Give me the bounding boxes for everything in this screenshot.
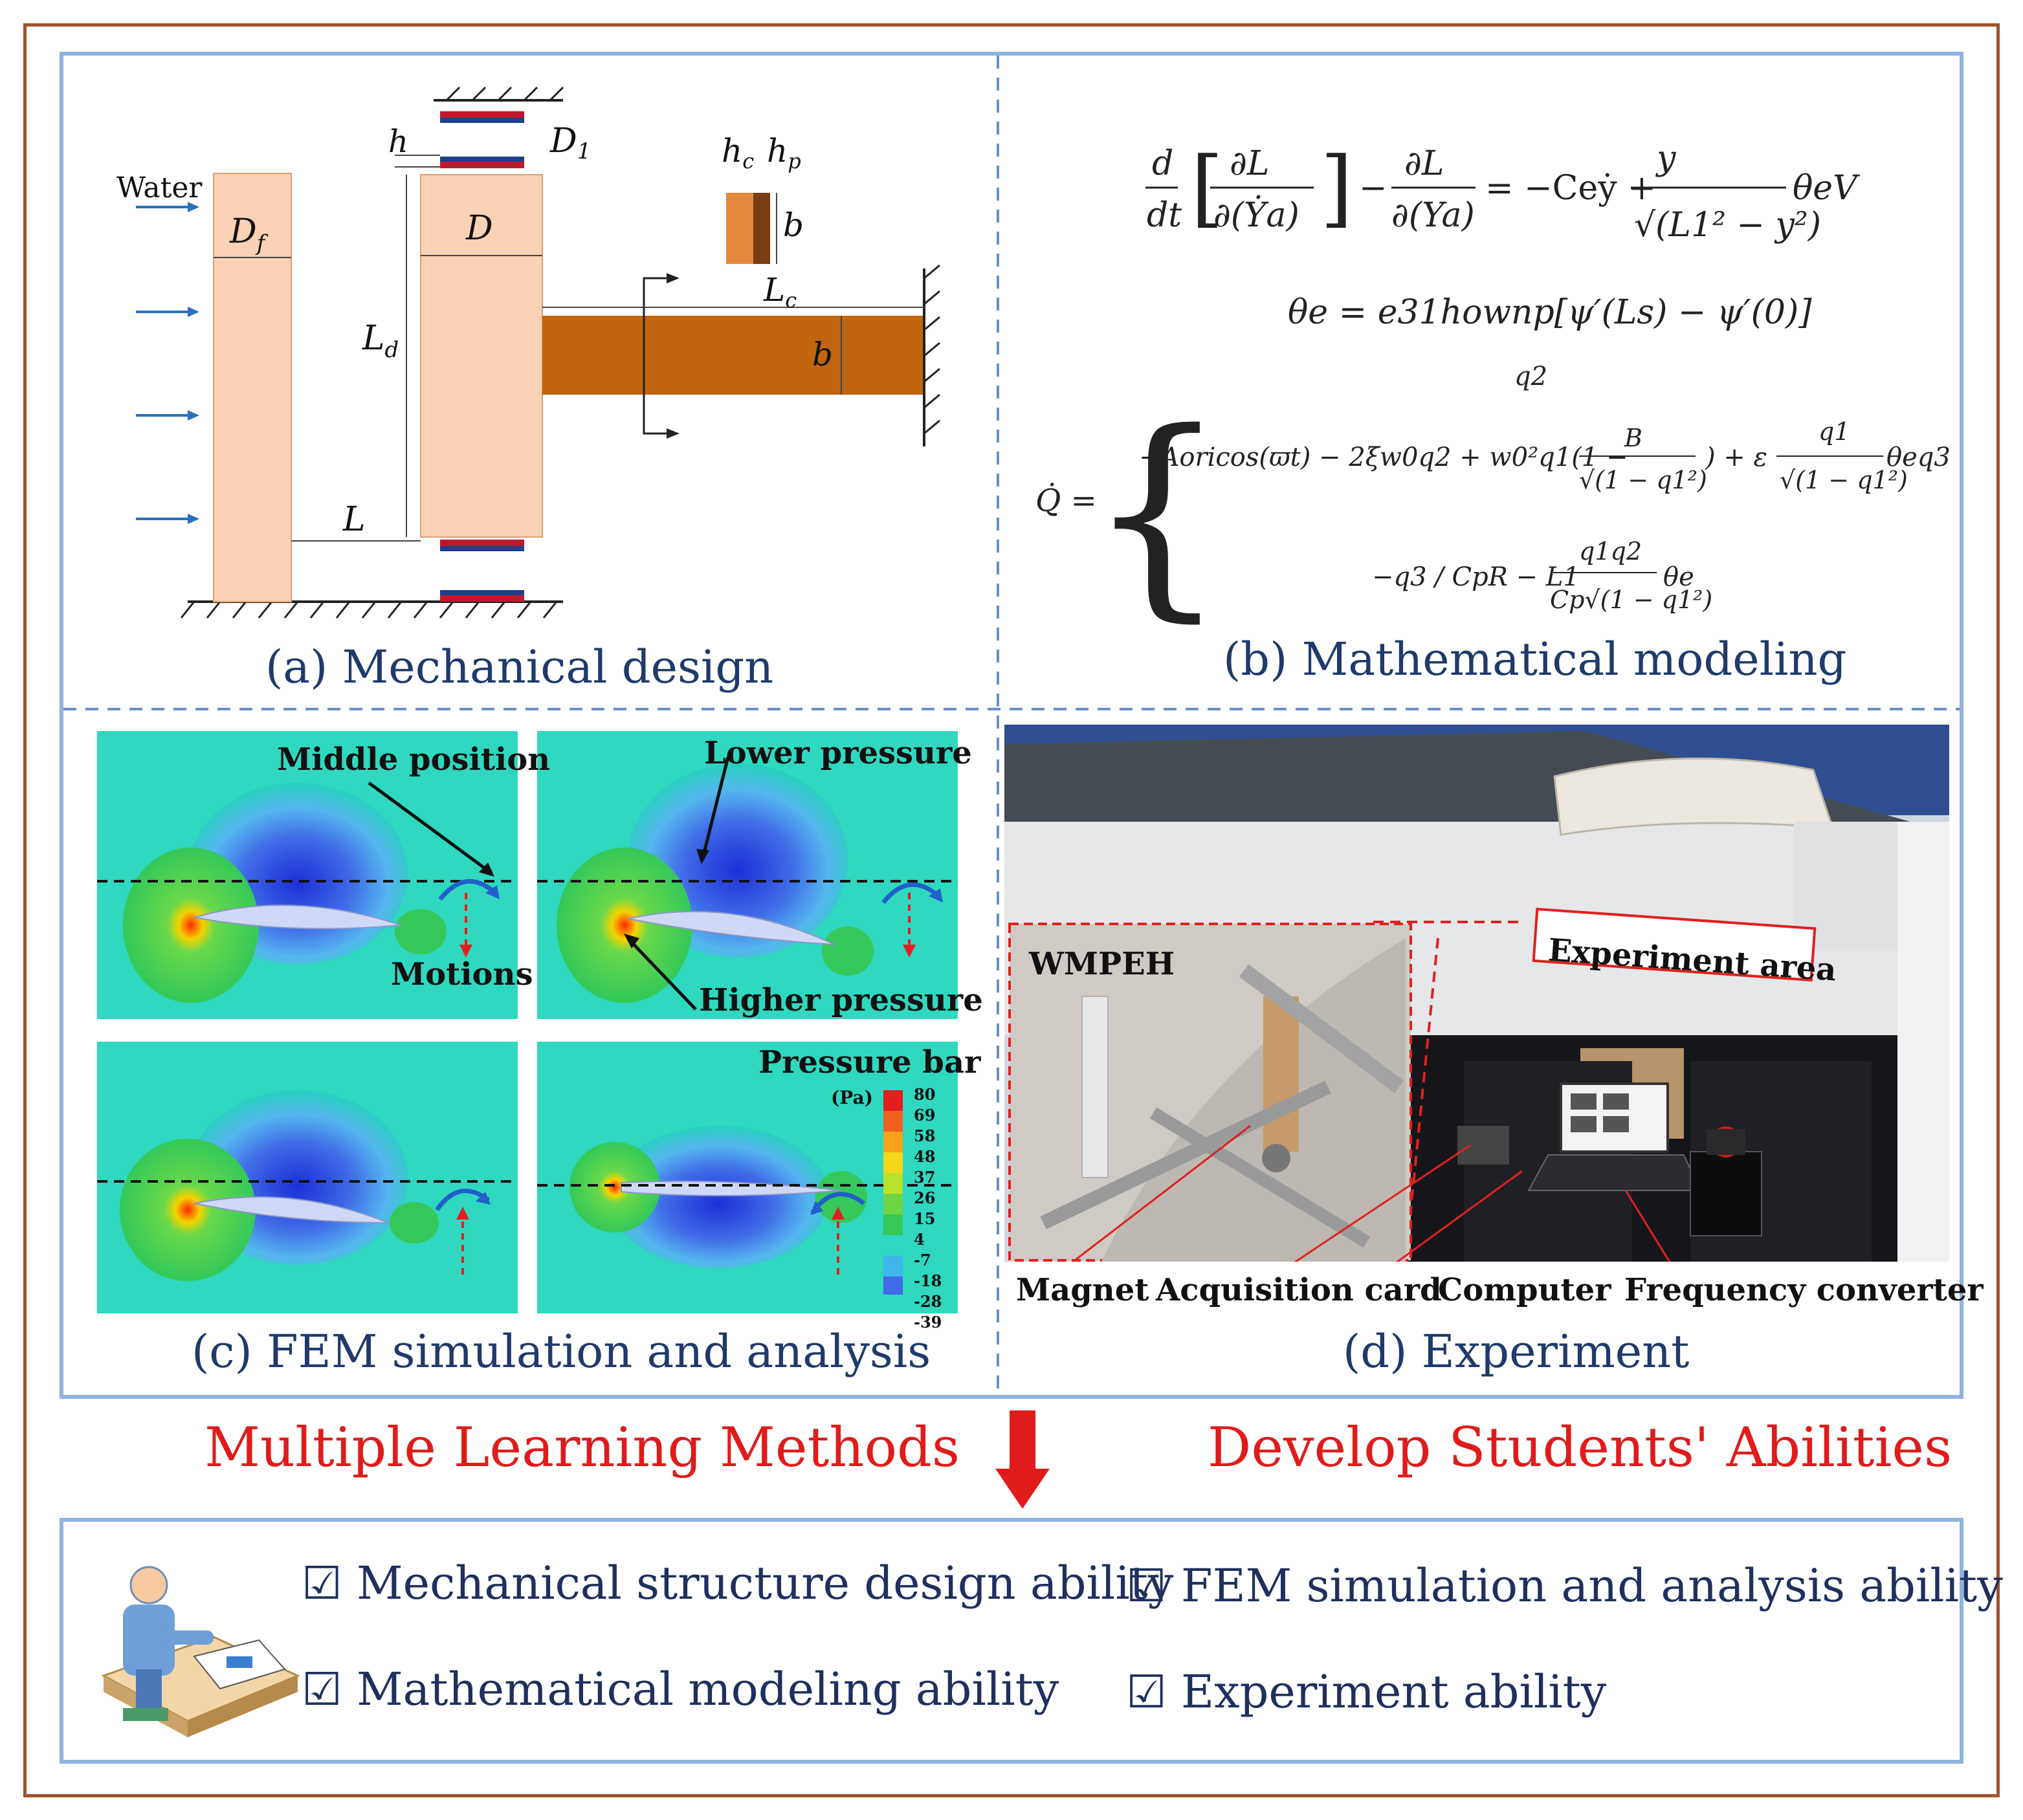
svg-text:−: −	[1359, 169, 1387, 208]
label-frequency-converter: Frequency converter	[1624, 1272, 1984, 1308]
d-label: D	[465, 209, 493, 248]
svg-text:y: y	[1655, 139, 1676, 178]
svg-text:∂L: ∂L	[1230, 144, 1269, 183]
label-acquisition-card: Acquisition card	[1156, 1272, 1442, 1308]
svg-text:d: d	[1152, 144, 1173, 183]
svg-text:{: {	[1087, 385, 1227, 634]
fem-simulation-images	[97, 731, 958, 1313]
l-label: L	[342, 500, 366, 539]
ability-experiment: ☑ Experiment ability	[1126, 1665, 1607, 1718]
caption-experiment: (d) Experiment	[1343, 1325, 1690, 1378]
label-pressure-unit: (Pa)	[831, 1087, 873, 1108]
ability-mathematical-modeling: ☑ Mathematical modeling ability	[302, 1663, 1059, 1716]
label-pressure-bar: Pressure bar	[758, 1044, 981, 1080]
label-lower-pressure: Lower pressure	[704, 735, 972, 771]
outer-frame	[23, 23, 2000, 1797]
svg-text:q2: q2	[1514, 362, 1547, 391]
heading-multiple-learning-methods: Multiple Learning Methods	[205, 1416, 960, 1479]
hp-label: hp	[767, 132, 801, 173]
b-beam-label: b	[812, 336, 833, 373]
caption-mechanical-design: (a) Mechanical design	[265, 641, 774, 694]
abilities-panel	[60, 1518, 1963, 1764]
ld-label: Ld	[362, 319, 399, 363]
down-arrow-icon	[995, 1410, 1050, 1509]
ability-fem-simulation: ☑ FEM simulation and analysis ability	[1126, 1559, 2003, 1612]
d1-label: D1	[549, 122, 591, 164]
svg-text:θe = e31hownp[ψ′(Ls) − ψ′(0)]: θe = e31hownp[ψ′(Ls) − ψ′(0)]	[1288, 293, 1812, 332]
svg-text:√(1 − q1²): √(1 − q1²)	[1579, 466, 1707, 494]
experiment-photo	[1004, 725, 1949, 1262]
label-middle-position: Middle position	[277, 741, 551, 778]
h-label: h	[388, 124, 408, 160]
svg-text:q1q2: q1q2	[1579, 537, 1642, 565]
svg-text:= −Ceẏ +: = −Ceẏ +	[1485, 169, 1656, 208]
svg-text:q1: q1	[1818, 417, 1850, 446]
label-motions: Motions	[391, 956, 533, 992]
mechanical-design-diagram: Water Df D h D1 Ld L hc hp b Lc b	[116, 86, 940, 619]
hc-label: hc	[722, 132, 754, 173]
student-at-desk-icon	[101, 1566, 300, 1737]
svg-text:√(1 − q1²): √(1 − q1²)	[1780, 466, 1908, 494]
caption-fem-simulation: (c) FEM simulation and analysis	[192, 1325, 931, 1378]
svg-text:Q̇ =: Q̇ =	[1035, 481, 1097, 519]
svg-text:−Aoricos(ϖt) − 2ξw0q2 + w0²q1(: −Aoricos(ϖt) − 2ξw0q2 + w0²q1(1 −	[1139, 443, 1628, 472]
svg-text:B: B	[1624, 424, 1642, 452]
heading-develop-students-abilities: Develop Students' Abilities	[1208, 1416, 1952, 1479]
svg-text:]: ]	[1320, 138, 1353, 237]
math-equations: d dt [ ∂L ∂(Ẏa) ] − ∂L ∂(Ya) = −Ceẏ + y …	[1035, 138, 1951, 634]
caption-mathematical-modeling: (b) Mathematical modeling	[1223, 633, 1847, 686]
svg-text:∂(Ẏa): ∂(Ẏa)	[1213, 195, 1299, 235]
svg-text:θeV: θeV	[1793, 169, 1860, 208]
svg-text:−q3 / CpR − L1: −q3 / CpR − L1	[1372, 562, 1580, 592]
svg-text:θe: θe	[1663, 562, 1694, 592]
svg-text:∂L: ∂L	[1404, 144, 1444, 183]
label-computer: Computer	[1438, 1272, 1611, 1308]
water-label: Water	[116, 171, 203, 204]
svg-text:√(L1² − y²): √(L1² − y²)	[1634, 206, 1821, 245]
svg-text:∂(Ya): ∂(Ya)	[1391, 196, 1475, 235]
label-magnet: Magnet	[1016, 1272, 1149, 1308]
svg-text:dt: dt	[1147, 196, 1182, 235]
svg-text:Cp√(1 − q1²): Cp√(1 − q1²)	[1550, 586, 1712, 614]
label-wmpeh: WMPEH	[1029, 946, 1175, 982]
svg-text:) + ε: ) + ε	[1705, 443, 1767, 472]
svg-text:θeq3: θeq3	[1886, 443, 1951, 472]
ability-mechanical-structure-design: ☑ Mechanical structure design ability	[302, 1557, 1174, 1610]
b-small-label: b	[783, 206, 804, 244]
label-higher-pressure: Higher pressure	[699, 982, 983, 1018]
lc-label: Lc	[763, 271, 797, 312]
